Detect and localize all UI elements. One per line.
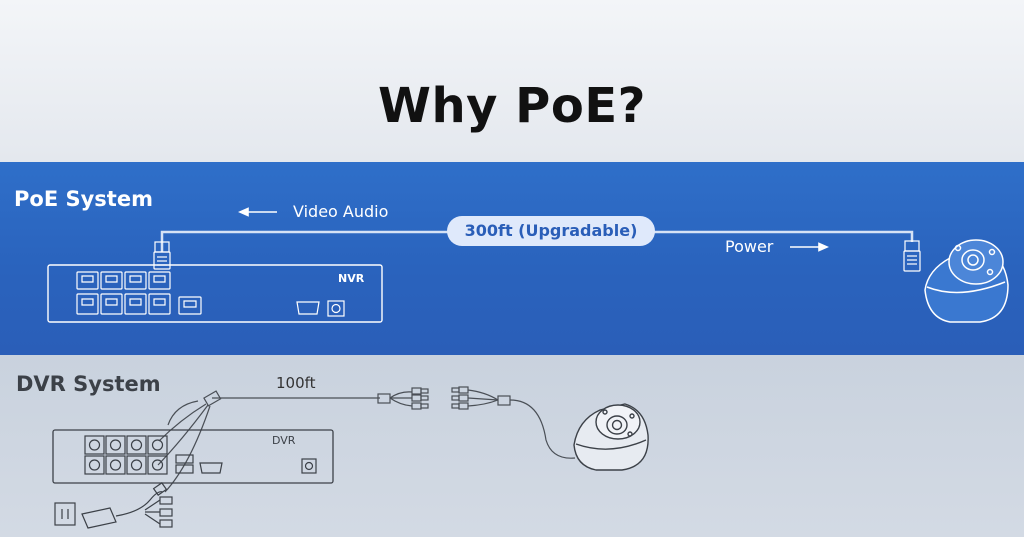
- dvr-device: [52, 429, 334, 484]
- poe-cable-length-badge: 300ft (Upgradable): [447, 216, 655, 246]
- nvr-device: [47, 264, 383, 323]
- poe-system-band: [0, 162, 1024, 355]
- dome-camera-icon: [573, 403, 649, 471]
- arrow-left-icon: [238, 207, 277, 217]
- dvr-system-heading: DVR System: [16, 372, 161, 396]
- rj45-plug-icon: [903, 240, 921, 272]
- rca-connector-icon: [377, 386, 576, 459]
- title-band: [0, 0, 1024, 162]
- arrow-right-icon: [790, 242, 829, 252]
- nvr-label: NVR: [338, 272, 365, 285]
- power-label: Power: [725, 237, 774, 256]
- poe-system-heading: PoE System: [14, 187, 153, 211]
- video-audio-label: Video Audio: [293, 202, 389, 221]
- dvr-system-band: [0, 355, 1024, 537]
- dvr-label: DVR: [272, 434, 296, 447]
- page-title: Why PoE?: [378, 78, 646, 134]
- dvr-cable-length-label: 100ft: [276, 374, 316, 392]
- bnc-connector-icon: [157, 390, 222, 493]
- dome-camera-icon: [924, 239, 1009, 323]
- power-adapter-icon: [81, 482, 173, 529]
- ethernet-cable: [160, 230, 914, 252]
- power-outlet-icon: [54, 502, 76, 526]
